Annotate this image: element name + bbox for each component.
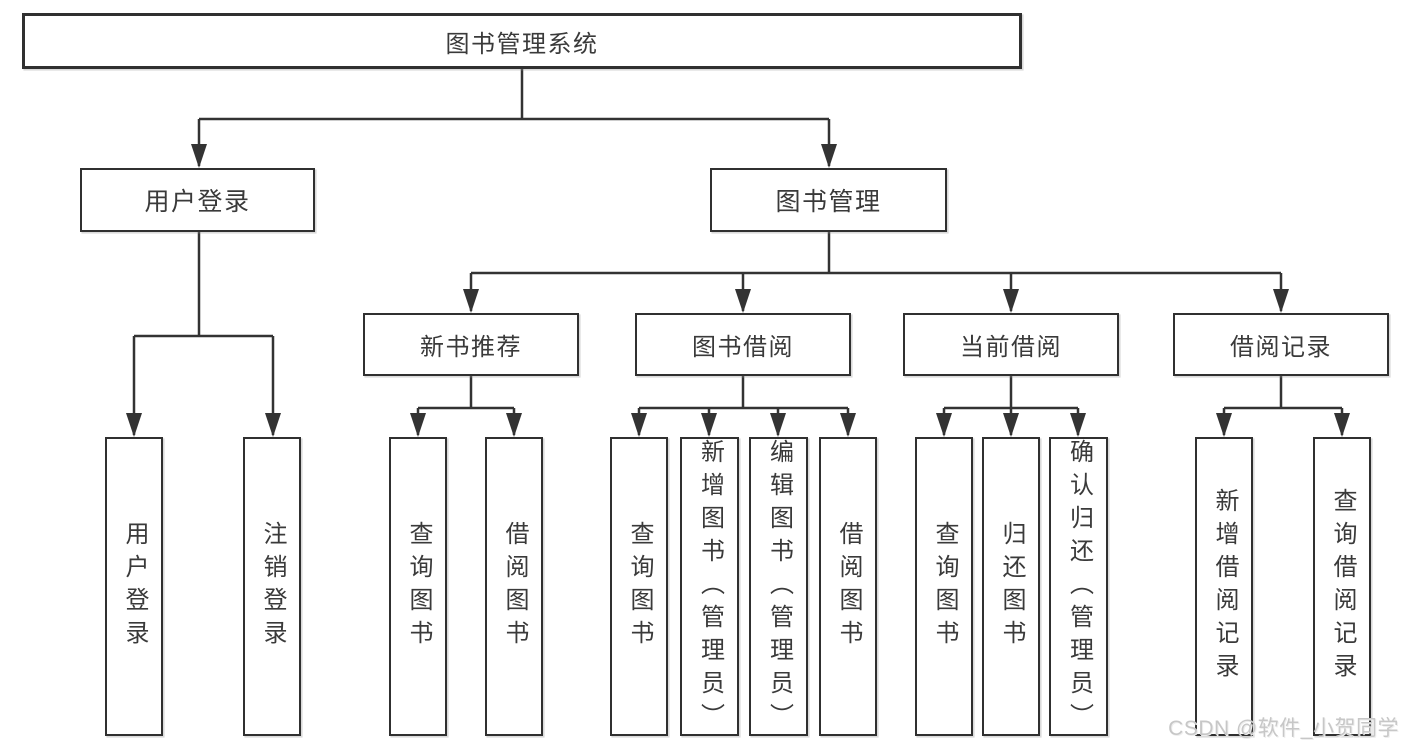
leaf-confirm-return-admin: 确认归还（管理员） — [1049, 437, 1108, 736]
leaf-add-book-admin: 新增图书（管理员） — [680, 437, 739, 736]
leaf-add-borrow-record: 新增借阅记录 — [1195, 437, 1253, 736]
leaf-return-book: 归还图书 — [982, 437, 1040, 736]
leaf-user-login: 用户登录 — [105, 437, 163, 736]
leaf-borrow-book-recommend: 借阅图书 — [485, 437, 543, 736]
node-current-borrow: 当前借阅 — [903, 313, 1119, 376]
node-root-library-system: 图书管理系统 — [22, 13, 1022, 69]
leaf-query-book-borrow: 查询图书 — [610, 437, 668, 736]
leaf-borrow-book: 借阅图书 — [819, 437, 877, 736]
csdn-watermark: CSDN @软件_小贺同学 — [1168, 717, 1399, 740]
node-user-login: 用户登录 — [80, 168, 315, 232]
leaf-query-borrow-record: 查询借阅记录 — [1313, 437, 1371, 736]
leaf-query-book-current: 查询图书 — [915, 437, 973, 736]
leaf-edit-book-admin: 编辑图书（管理员） — [749, 437, 808, 736]
leaf-query-book-recommend: 查询图书 — [389, 437, 447, 736]
node-book-borrow: 图书借阅 — [635, 313, 851, 376]
node-book-management: 图书管理 — [710, 168, 947, 232]
node-new-book-recommend: 新书推荐 — [363, 313, 579, 376]
leaf-logout-login: 注销登录 — [243, 437, 301, 736]
node-borrow-records: 借阅记录 — [1173, 313, 1389, 376]
